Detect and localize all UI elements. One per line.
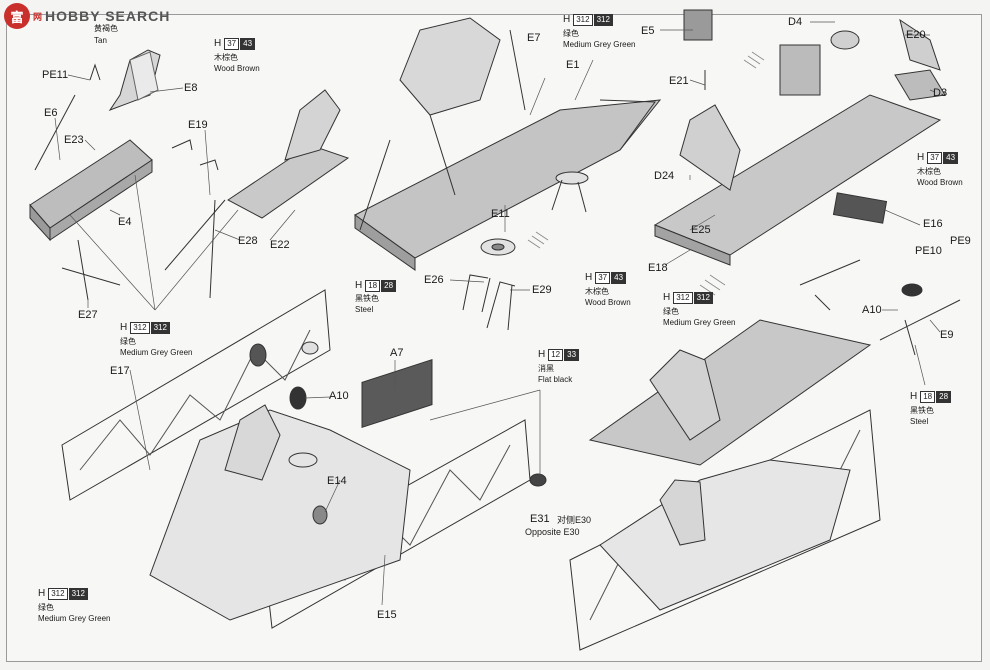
color-steel-1-en: Steel	[355, 305, 374, 314]
color-mgg-4-en: Medium Grey Green	[38, 614, 111, 623]
color-tan-en: Tan	[94, 36, 107, 45]
color-mgg-1-en: Medium Grey Green	[563, 40, 636, 49]
part-pe11: PE11	[42, 69, 69, 81]
part-e16: E16	[923, 218, 943, 230]
fuselage-frame-left	[61, 289, 547, 629]
part-pe10: PE10	[915, 245, 942, 257]
color-flat-black-en: Flat black	[538, 375, 573, 384]
watermark-logo: 富	[4, 3, 30, 29]
part-a10-right: A10	[862, 304, 882, 316]
color-mgg-2-en: Medium Grey Green	[120, 348, 193, 357]
part-e25: E25	[691, 224, 711, 236]
part-e14: E14	[327, 475, 347, 487]
part-e20: E20	[906, 29, 926, 41]
color-wood-brown-3-en: Wood Brown	[585, 298, 631, 307]
part-a7: A7	[390, 347, 404, 359]
fuselage-frame-right	[569, 409, 881, 651]
part-pe9: PE9	[950, 235, 971, 247]
color-wood-brown-3-cn: 木棕色	[585, 287, 609, 296]
part-d4: D4	[788, 16, 803, 28]
floor-assembly-2	[164, 89, 350, 299]
part-e15: E15	[377, 609, 397, 621]
color-wood-brown-2-en: Wood Brown	[917, 178, 963, 187]
floor-assembly-1	[29, 49, 161, 301]
watermark: 富 网 HOBBY SEARCH	[4, 3, 170, 29]
color-tan-cn: 黄褐色	[94, 24, 118, 33]
part-e7: E7	[527, 32, 541, 44]
part-e17: E17	[110, 365, 130, 377]
part-opposite-e30: Opposite E30	[525, 527, 580, 537]
part-e9: E9	[940, 329, 954, 341]
part-e6: E6	[44, 107, 58, 119]
part-e1: E1	[566, 59, 580, 71]
color-flat-black-cn: 消黑	[538, 364, 554, 373]
watermark-title: HOBBY SEARCH	[45, 8, 171, 24]
part-e4: E4	[118, 216, 132, 228]
color-wood-brown-1-en: Wood Brown	[214, 64, 260, 73]
color-wood-brown-1-cn: 木棕色	[214, 53, 238, 62]
floor-assembly-4	[653, 9, 946, 266]
color-mgg-4-cn: 绿色	[38, 603, 54, 612]
part-e8: E8	[184, 82, 198, 94]
part-e26: E26	[424, 274, 444, 286]
part-e19: E19	[188, 119, 208, 131]
parts-e11-e26-e29	[462, 238, 516, 331]
part-a10-left: A10	[329, 390, 349, 402]
part-e22: E22	[270, 239, 290, 251]
color-mgg-3-en: Medium Grey Green	[663, 318, 736, 327]
part-e18: E18	[648, 262, 668, 274]
floor-assembly-3	[354, 17, 662, 271]
part-e11: E11	[491, 208, 510, 220]
part-e31: E31	[530, 513, 550, 525]
color-steel-2-cn: 黑铁色	[910, 406, 934, 415]
floor-assembly-5	[588, 259, 961, 466]
part-e28: E28	[238, 235, 258, 247]
color-wood-brown-2-cn: 木棕色	[917, 167, 941, 176]
part-e30-cn: 对侧E30	[557, 515, 592, 525]
watermark-site: 网	[33, 11, 43, 22]
part-e29: E29	[532, 284, 552, 296]
part-d24: D24	[654, 170, 675, 182]
part-e5: E5	[641, 25, 655, 37]
color-steel-1-cn: 黑铁色	[355, 294, 379, 303]
color-mgg-1-cn: 绿色	[563, 29, 579, 38]
part-d3: D3	[933, 87, 948, 99]
color-mgg-3-cn: 绿色	[663, 307, 679, 316]
part-e21: E21	[669, 75, 689, 87]
color-mgg-2-cn: 绿色	[120, 337, 136, 346]
part-e27: E27	[78, 309, 98, 321]
part-e23: E23	[64, 134, 84, 146]
color-steel-2-en: Steel	[910, 417, 929, 426]
